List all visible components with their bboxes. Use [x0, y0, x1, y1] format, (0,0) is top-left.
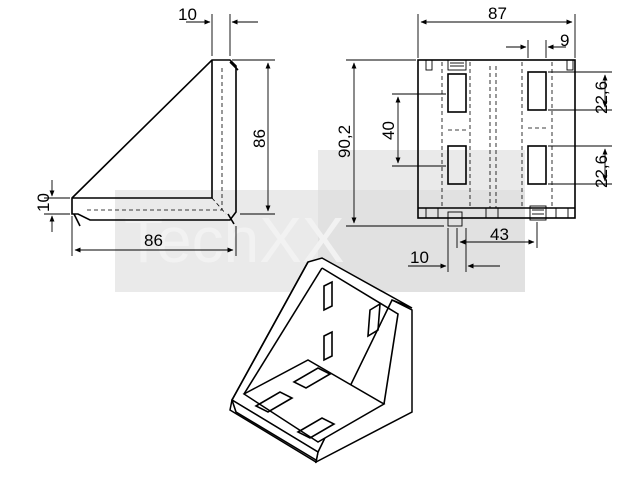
front-view: 87 9 22,6 22,6 90,2 40 43: [335, 4, 612, 272]
side-view: 10 86 10 86: [34, 5, 275, 256]
side-dim-left: 10: [34, 193, 53, 212]
front-dim-width: 87: [488, 4, 507, 23]
front-dim-slot-h2: 22,6: [592, 155, 611, 188]
front-dim-slot-spacing: 40: [379, 121, 398, 140]
side-dim-bottom: 86: [144, 231, 163, 250]
side-dim-top: 10: [178, 5, 197, 24]
front-dim-offset: 43: [490, 225, 509, 244]
isometric-view: [229, 257, 413, 464]
front-dim-slot-width: 9: [560, 31, 569, 50]
side-dim-height: 86: [250, 129, 269, 148]
front-dim-bottom: 10: [410, 248, 429, 267]
front-dim-height: 90,2: [335, 125, 354, 158]
front-dim-slot-h1: 22,6: [592, 81, 611, 114]
